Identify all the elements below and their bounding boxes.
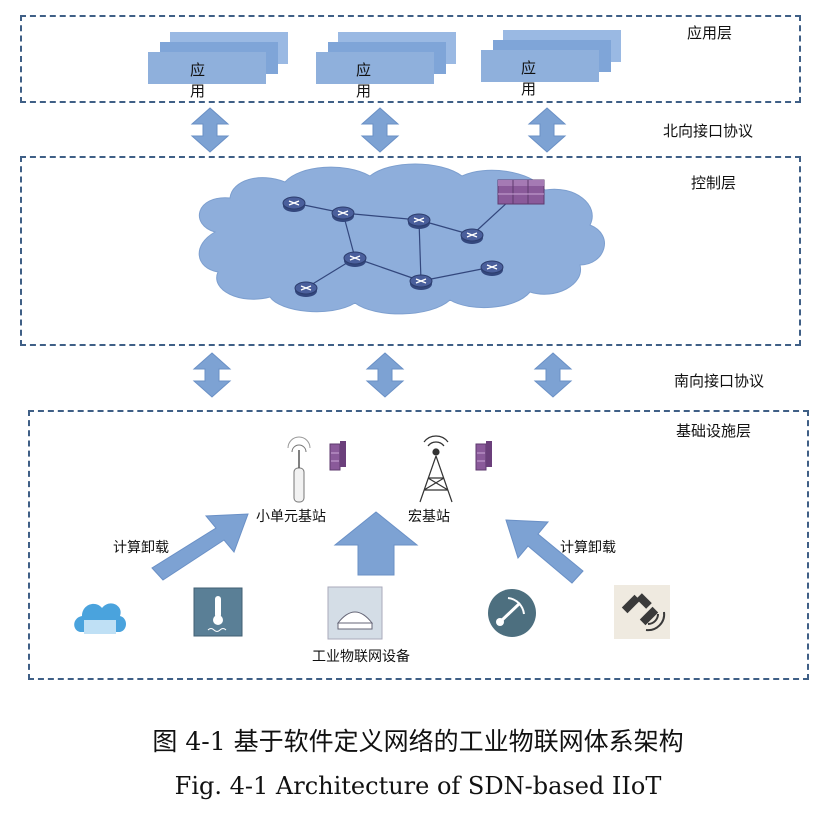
router-icon bbox=[409, 274, 433, 291]
northbound-arrow-1 bbox=[191, 107, 229, 153]
macro-tower-icon bbox=[419, 435, 453, 503]
small-cell-antenna-icon bbox=[287, 436, 311, 503]
thermometer-icon bbox=[193, 587, 243, 637]
offload-label-right: 计算卸载 bbox=[560, 540, 616, 556]
southbound-arrow-1 bbox=[193, 352, 231, 398]
northbound-interface-label: 北向接口协议 bbox=[663, 122, 754, 140]
cloud-storage-icon bbox=[74, 603, 126, 634]
router-icon bbox=[480, 260, 504, 277]
up-arrow-center bbox=[333, 511, 419, 576]
control-layer-box bbox=[20, 156, 801, 346]
macro-server-icon bbox=[475, 440, 493, 471]
router-icon bbox=[282, 196, 306, 213]
southbound-interface-label: 南向接口协议 bbox=[674, 372, 765, 390]
southbound-arrow-3 bbox=[534, 352, 572, 398]
offload-arrow-left bbox=[151, 513, 249, 581]
server-cluster-icon bbox=[497, 179, 545, 205]
control-layer-title: 控制层 bbox=[691, 174, 737, 192]
macro-base-station-label: 宏基站 bbox=[408, 509, 450, 525]
radar-icon bbox=[488, 589, 536, 637]
satellite-icon bbox=[614, 585, 670, 639]
infrastructure-layer-box bbox=[28, 410, 809, 680]
router-device-icon bbox=[327, 586, 383, 640]
app-label: 应用 bbox=[521, 59, 537, 98]
router-icon bbox=[331, 206, 355, 223]
figure-caption-en: Fig. 4-1 Architecture of SDN-based IIoT bbox=[174, 772, 662, 800]
offload-arrow-right bbox=[505, 519, 584, 584]
small-cell-label: 小单元基站 bbox=[256, 509, 326, 525]
infrastructure-layer-title: 基础设施层 bbox=[676, 422, 752, 440]
northbound-arrow-3 bbox=[528, 107, 566, 153]
small-cell-server-icon bbox=[329, 440, 347, 471]
figure-caption-zh: 图 4-1 基于软件定义网络的工业物联网体系架构 bbox=[152, 727, 684, 756]
southbound-arrow-2 bbox=[366, 352, 404, 398]
northbound-arrow-2 bbox=[361, 107, 399, 153]
router-icon bbox=[294, 281, 318, 298]
offload-label-left: 计算卸载 bbox=[113, 540, 169, 556]
application-layer-box bbox=[20, 15, 801, 103]
app-label: 应用 bbox=[190, 61, 206, 100]
app-label: 应用 bbox=[356, 61, 372, 100]
application-layer-title: 应用层 bbox=[687, 24, 733, 42]
router-icon bbox=[460, 228, 484, 245]
iiot-devices-label: 工业物联网设备 bbox=[312, 649, 410, 665]
router-icon bbox=[343, 251, 367, 268]
router-icon bbox=[407, 213, 431, 230]
